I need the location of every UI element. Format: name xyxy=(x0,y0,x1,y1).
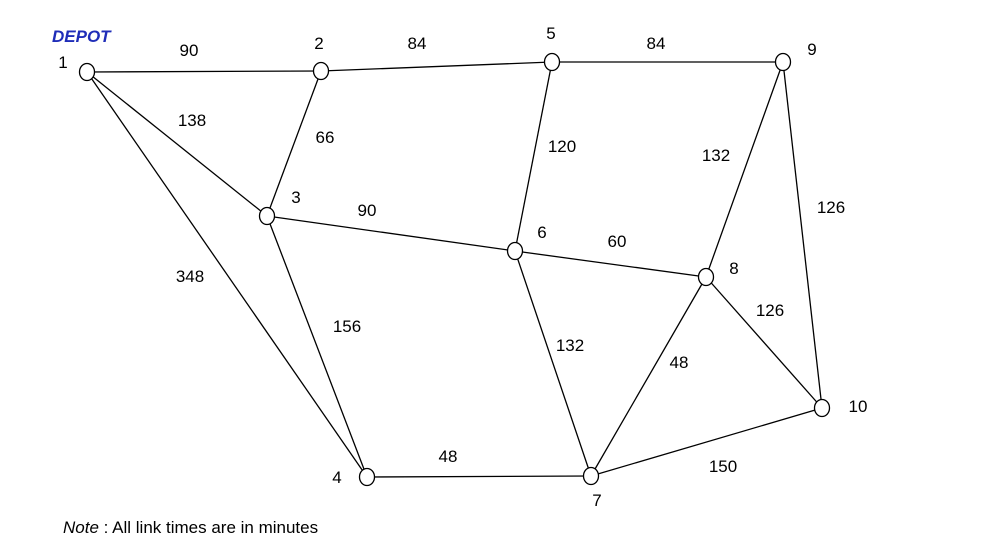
edge-weight-6-8: 60 xyxy=(608,232,627,251)
node-label-6: 6 xyxy=(537,223,546,242)
edge-weight-8-10: 126 xyxy=(756,301,784,320)
edge-weight-9-10: 126 xyxy=(817,198,845,217)
edge-weight-3-4: 156 xyxy=(333,317,361,336)
edge-weight-7-10: 150 xyxy=(709,457,737,476)
edge-weights-layer: 90 138 348 66 84 84 120 90 156 60 132 132 126 126 48 48… xyxy=(176,34,845,476)
edge-8-10 xyxy=(705,276,823,409)
node-label-9: 9 xyxy=(807,40,816,59)
depot-label: DEPOT xyxy=(52,27,112,46)
node-1 xyxy=(78,62,96,82)
edge-1-4 xyxy=(86,71,368,478)
node-10 xyxy=(813,398,831,418)
edge-weight-1-2: 90 xyxy=(180,41,199,60)
edge-4-7 xyxy=(366,475,592,478)
edges-layer xyxy=(86,61,823,478)
edge-weight-1-3: 138 xyxy=(178,111,206,130)
edge-7-10 xyxy=(590,407,823,477)
edge-1-3 xyxy=(86,71,268,217)
edge-weight-6-7: 132 xyxy=(556,336,584,355)
node-8 xyxy=(697,267,715,287)
node-label-3: 3 xyxy=(291,188,300,207)
node-label-4: 4 xyxy=(332,468,341,487)
edge-6-8 xyxy=(514,250,707,278)
edge-weight-5-6: 120 xyxy=(548,137,576,156)
node-2 xyxy=(312,61,330,81)
edge-3-6 xyxy=(266,215,516,252)
edge-6-7 xyxy=(514,250,592,477)
nodes-layer xyxy=(78,52,831,487)
edge-9-8 xyxy=(705,61,784,278)
note-text: : All link times are in minutes xyxy=(98,518,319,537)
edge-weight-8-7: 48 xyxy=(670,353,689,372)
edge-weight-3-6: 90 xyxy=(358,201,377,220)
edge-weight-1-4: 348 xyxy=(176,267,204,286)
node-label-5: 5 xyxy=(546,24,555,43)
edge-9-10 xyxy=(782,61,823,409)
edge-5-6 xyxy=(514,61,553,252)
node-label-1: 1 xyxy=(58,53,67,72)
node-labels-layer: 1 2 3 4 5 6 7 8 9 10 xyxy=(58,24,867,510)
edge-weight-2-5: 84 xyxy=(408,34,427,53)
note-label: Note xyxy=(63,518,99,537)
edge-weight-2-3: 66 xyxy=(316,128,335,147)
edge-1-2 xyxy=(86,70,322,73)
node-5 xyxy=(543,52,561,72)
node-6 xyxy=(506,241,524,261)
edge-weight-4-7: 48 xyxy=(439,447,458,466)
edge-2-5 xyxy=(320,61,553,72)
node-label-10: 10 xyxy=(849,397,868,416)
node-4 xyxy=(358,467,376,487)
node-label-8: 8 xyxy=(729,259,738,278)
node-7 xyxy=(582,466,600,486)
edge-weight-9-8: 132 xyxy=(702,146,730,165)
edge-2-3 xyxy=(266,70,322,217)
node-label-2: 2 xyxy=(314,34,323,53)
edge-weight-5-9: 84 xyxy=(647,34,666,53)
node-3 xyxy=(258,206,276,226)
edge-3-4 xyxy=(266,215,368,478)
node-9 xyxy=(774,52,792,72)
edge-8-7 xyxy=(590,276,707,477)
node-label-7: 7 xyxy=(592,491,601,510)
note: Note : All link times are in minutes xyxy=(63,518,318,538)
